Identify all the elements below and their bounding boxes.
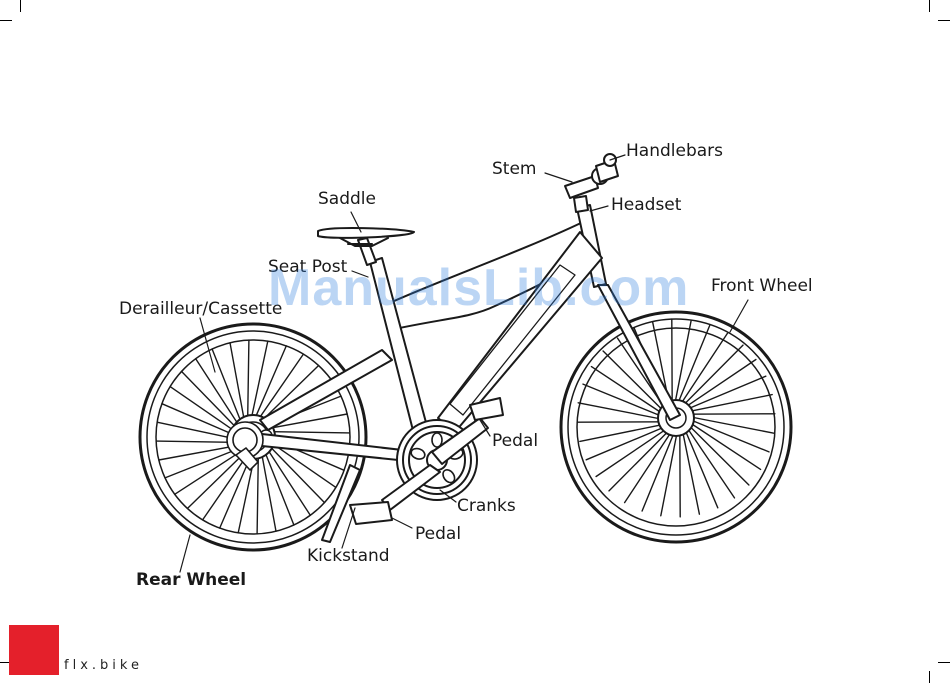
brand-name: flx.bike [64,658,143,673]
label-pedal-left: Pedal [415,526,461,543]
front-wheel-spoke [684,395,772,413]
label-front-wheel: Front Wheel [711,278,813,295]
rear-wheel-spoke [248,340,249,424]
front-wheel-spoke [674,320,691,408]
front-wheel-spoke [682,426,700,514]
front-wheel-spoke [580,424,668,442]
label-cranks: Cranks [457,498,516,515]
label-kickstand: Kickstand [307,548,390,565]
front-wheel [561,312,791,542]
brand-square [9,625,59,675]
label-pedal-right: Pedal [492,433,538,450]
front-wheel-spoke [625,428,674,503]
label-derailleur-cassette: Derailleur/Cassette [119,301,282,318]
saddle [318,228,414,246]
front-wheel-spoke [678,333,727,408]
label-stem: Stem [492,161,536,178]
rear-wheel-spoke [250,341,267,423]
frame [260,205,680,462]
front-wheel-spoke [661,428,678,516]
label-handlebars: Handlebars [626,143,723,160]
front-wheel-spoke [686,420,761,469]
watermark: ManualsLib.com [268,262,689,314]
front-wheel-spoke [686,416,774,433]
label-headset: Headset [611,197,681,214]
label-saddle: Saddle [318,191,376,208]
rear-wheel-spoke [182,371,241,431]
rear-wheel-spoke [266,432,350,433]
label-rear-wheel: Rear Wheel [136,572,246,589]
derailleur [227,422,263,470]
front-wheel-spoke [578,403,666,420]
